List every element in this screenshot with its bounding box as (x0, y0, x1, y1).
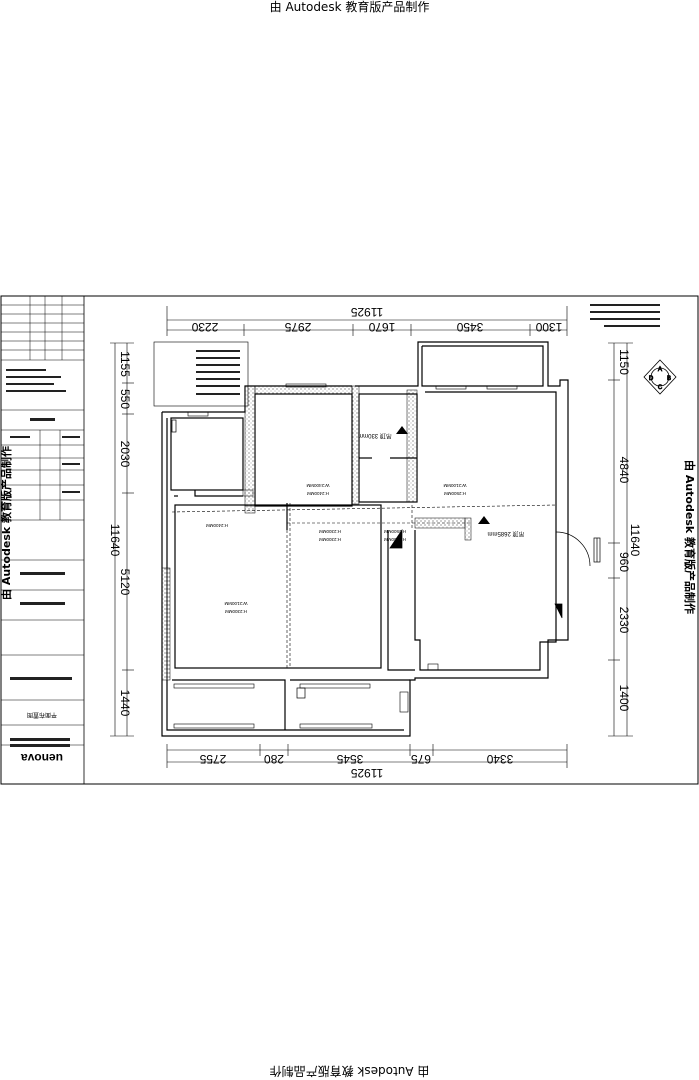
brand-logo: uenova (21, 751, 63, 765)
room-label-8: W:2400MM (306, 483, 329, 488)
title-block (0, 295, 85, 785)
compass-icon: A B C D (643, 359, 677, 395)
dim-top-1: 2975 (284, 320, 311, 334)
right-dimension-lines (608, 342, 633, 737)
dim-right-3: 2330 (617, 607, 631, 634)
bottom-dimension-lines (166, 744, 568, 768)
dim-top-2: 1670 (368, 320, 395, 334)
dim-top-3: 3450 (456, 320, 483, 334)
doors (171, 419, 601, 699)
dim-top-4: 1300 (535, 320, 562, 334)
hatched-walls (161, 385, 472, 681)
sheet-border (0, 295, 699, 785)
dim-left-1: 550 (118, 389, 132, 409)
room-label-2: H:2400MM (307, 491, 329, 496)
dim-left-2: 2030 (118, 441, 132, 468)
walls (161, 341, 569, 737)
room-label-7b: H:2300MM (225, 609, 247, 614)
room-label-6: W:2100MM (224, 601, 247, 606)
bottom-dimension-text: 2755 280 3545 675 3340 11925 (199, 752, 513, 780)
room-label-7: H:2300MM (319, 537, 341, 542)
left-dimension-lines (110, 342, 134, 737)
room-label-4b: H:2500MM (384, 529, 406, 534)
dim-top-total: 11925 (350, 305, 383, 319)
room-label-9: H:2500MM (384, 537, 406, 542)
room-label-4: H:2500MM (444, 491, 466, 496)
dim-bottom-0: 2755 (199, 752, 226, 766)
left-dimension-text: 1155 550 2030 5120 1440 11640 (108, 351, 132, 717)
ceiling-note: 吊顶 330mm (358, 432, 392, 439)
watermark-top: 由 Autodesk 教育版产品制作 (269, 0, 430, 14)
upper-right-notes (590, 304, 660, 327)
dim-left-total: 11640 (108, 524, 122, 557)
top-dimension-lines (166, 306, 568, 336)
compass-c: C (658, 385, 663, 391)
dim-right-4: 1400 (617, 685, 631, 712)
dim-right-2: 960 (617, 552, 631, 572)
dim-right-0: 1150 (617, 349, 631, 375)
dim-bottom-total: 11925 (350, 766, 383, 780)
watermark-right: 由 Autodesk 教育版产品制作 (683, 460, 697, 614)
dim-bottom-4: 3340 (486, 752, 513, 766)
room-label-5: H:2300MM (319, 529, 341, 534)
ceiling-markers (396, 426, 490, 524)
windows (173, 383, 518, 729)
dim-top-0: 2230 (191, 320, 218, 334)
compass-b: B (667, 376, 671, 382)
title-block-text-rows (6, 369, 80, 747)
plan-notes-box (153, 341, 249, 407)
ceiling-main-note: 吊顶 2685mm (487, 530, 524, 537)
dim-right-total: 11640 (628, 524, 642, 557)
compass-a: A (658, 367, 662, 373)
top-dimension-text: 11925 2230 2975 1670 3450 1300 (191, 305, 562, 334)
right-dimension-text: 1150 4840 960 2330 1400 11640 (617, 349, 642, 712)
watermark-left: 由 Autodesk 教育版产品制作 (0, 446, 13, 600)
dim-bottom-2: 3545 (336, 752, 363, 766)
compass-d: D (649, 376, 654, 382)
room-label-1: H:2400MM (206, 523, 228, 528)
dim-left-0: 1155 (118, 351, 132, 377)
dim-right-1: 4840 (617, 457, 631, 484)
dim-bottom-3: 675 (411, 752, 431, 766)
title-block-drawing-name: 平面布置图 (27, 711, 57, 719)
room-label-3: W:2100MM (443, 483, 466, 488)
dim-left-3: 5120 (118, 569, 132, 596)
dim-left-4: 1440 (118, 690, 132, 717)
ceiling-dash-lines (171, 503, 557, 668)
dim-bottom-1: 280 (264, 752, 284, 766)
room-labels: H:2400MM W:2400MM H:2400MM W:2100MM H:25… (206, 432, 525, 614)
